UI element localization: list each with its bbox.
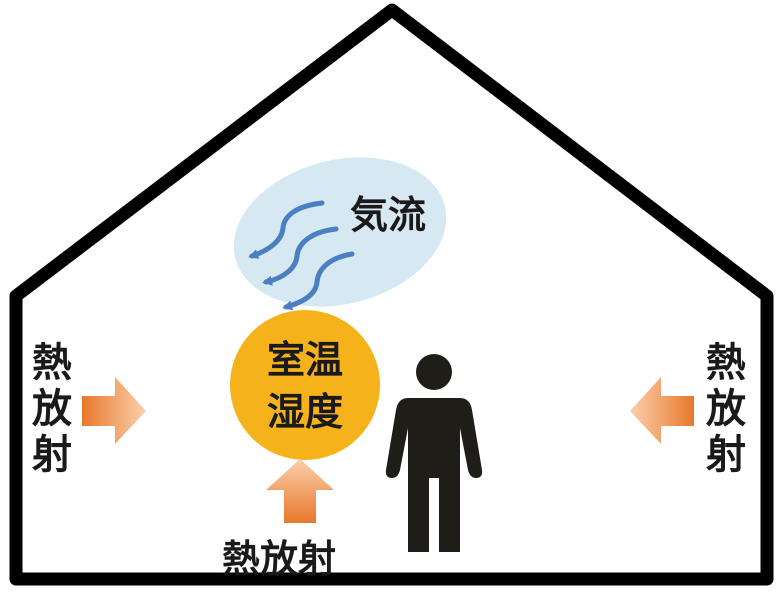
right-radiation-label: 熱 放 射 bbox=[696, 340, 756, 478]
right-radiation-char: 射 bbox=[706, 432, 746, 478]
left-heat-arrow bbox=[82, 377, 146, 444]
bottom-radiation-label: 熱放射 bbox=[222, 537, 337, 581]
circle-label: 室温 湿度 bbox=[230, 334, 380, 438]
humidity-label: 湿度 bbox=[266, 390, 343, 434]
right-heat-arrow bbox=[630, 377, 694, 444]
left-radiation-char: 放 bbox=[32, 386, 72, 432]
right-radiation-char: 放 bbox=[706, 386, 746, 432]
airflow-arrows-icon bbox=[248, 200, 355, 311]
temperature-humidity-circle bbox=[230, 310, 380, 460]
bottom-heat-arrow bbox=[266, 459, 334, 523]
airflow-ellipse bbox=[233, 157, 447, 307]
left-radiation-char: 射 bbox=[32, 432, 72, 478]
person-silhouette-icon bbox=[385, 354, 483, 552]
left-radiation-char: 熱 bbox=[32, 340, 72, 386]
right-radiation-char: 熱 bbox=[706, 340, 746, 386]
left-radiation-label: 熱 放 射 bbox=[22, 340, 82, 478]
house-outline bbox=[9, 3, 774, 586]
room-temperature-label: 室温 bbox=[266, 338, 343, 382]
airflow-label: 気流 bbox=[350, 193, 427, 237]
